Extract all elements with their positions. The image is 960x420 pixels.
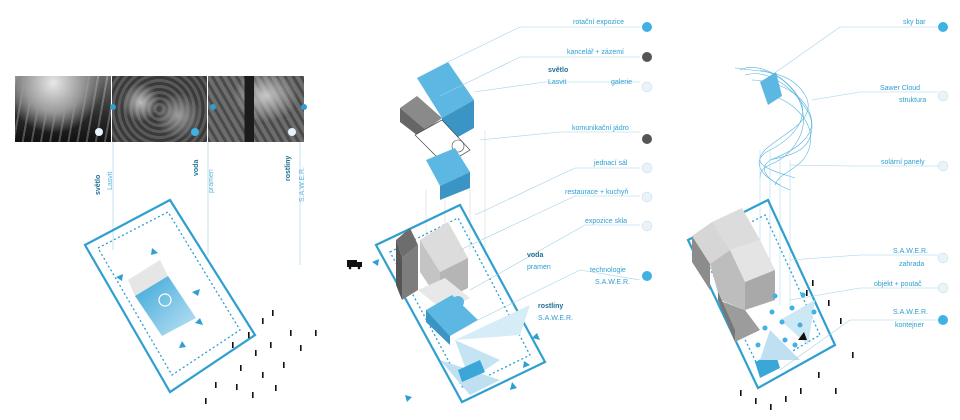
sawer-label-4: S.A.W.E.R. xyxy=(893,309,928,316)
kancelar-label: kancelář + zázemí xyxy=(567,49,624,56)
light-dot-icon xyxy=(937,90,949,102)
blue-dot-icon xyxy=(938,22,948,32)
blue-dot-icon xyxy=(191,128,200,136)
sky-bar-volume xyxy=(760,72,782,105)
light-dot-icon xyxy=(94,128,103,136)
truck-icon xyxy=(347,260,362,270)
blue-block xyxy=(426,295,478,336)
light-dot-icon xyxy=(937,282,949,294)
dark-dot-icon xyxy=(642,134,652,144)
garden-dots xyxy=(755,292,817,348)
light-dot-icon xyxy=(937,160,949,172)
light-dot-icon xyxy=(641,162,653,174)
rostliny-label: rostliny xyxy=(285,156,292,181)
sawer-label-3: S.A.W.E.R. xyxy=(893,248,928,255)
kancelar-volume xyxy=(400,96,442,130)
marker-dot-icon xyxy=(110,104,116,110)
objekt-icon xyxy=(798,332,807,340)
arrow-icon xyxy=(195,318,203,325)
zahrada-label: zahrada xyxy=(899,261,924,268)
rostliny-photo xyxy=(208,76,306,142)
kontejner-label: kontejner xyxy=(895,322,924,329)
panel-1: světlo Lasvit voda pramen rostliny S.A.W… xyxy=(83,104,317,404)
expozice-volume xyxy=(426,148,470,186)
container-block xyxy=(458,360,485,382)
svetlo-label: světlo xyxy=(95,175,102,195)
gray-block xyxy=(420,222,468,272)
jednaci-label: jednací sál xyxy=(593,160,628,167)
light-dot-icon xyxy=(641,220,653,232)
arrow-icon xyxy=(116,274,123,281)
photo-strip xyxy=(15,76,306,142)
rostliny-label-2: rostliny xyxy=(538,303,563,310)
solarni-label: solární panely xyxy=(881,159,925,166)
arrow-icon xyxy=(179,341,186,348)
sawer-label: S.A.W.E.R. xyxy=(299,167,306,202)
voda-photo xyxy=(111,76,209,142)
voda-label: voda xyxy=(193,160,200,176)
panel-2: rotační expozice kancelář + zázemí světl… xyxy=(347,19,653,404)
arrow-icon xyxy=(192,289,200,296)
rotacni-expozice-label: rotační expozice xyxy=(573,19,624,26)
sawer-cloud xyxy=(734,67,813,191)
galerie-label: galerie xyxy=(611,79,632,86)
voda-label-2: voda xyxy=(527,252,543,259)
pramen-label-2: pramen xyxy=(527,264,551,271)
panel2-dots xyxy=(641,22,653,281)
lasvit-label: Lasvit xyxy=(107,172,114,190)
site-boundary xyxy=(374,203,547,404)
building-gray xyxy=(128,260,168,296)
expozice-skla-label: expozice skla xyxy=(585,218,627,225)
rostliny-sawer-label: S.A.W.E.R. xyxy=(538,315,573,322)
arrow-icon xyxy=(151,248,158,255)
light-dot-icon xyxy=(288,128,297,136)
svetlo-photo xyxy=(15,76,112,142)
pramen-label: pramen xyxy=(208,169,215,193)
blue-dot-icon xyxy=(642,271,652,281)
technologie-label: technologie xyxy=(590,267,626,274)
marker-dot-icon xyxy=(210,104,216,110)
dark-dot-icon xyxy=(642,52,652,62)
struktura-label: struktura xyxy=(899,97,926,104)
blue-dot-icon xyxy=(938,315,948,325)
marker-dot-icon xyxy=(301,104,307,110)
komunikacni-label: komunikační jádro xyxy=(572,125,629,132)
people-icons xyxy=(205,310,317,404)
site-inner-boundary xyxy=(97,211,241,376)
water-icon xyxy=(158,293,172,307)
lasvit-label-2: Lasvit xyxy=(548,79,566,86)
sawer-label-2: S.A.W.E.R. xyxy=(595,279,630,286)
panel-3: sky bar Sawer Cloud struktura solární pa… xyxy=(686,19,949,410)
rotacni-expozice-volume xyxy=(417,62,474,118)
light-dot-icon xyxy=(641,191,653,203)
light-dot-icon xyxy=(641,81,653,93)
sky-bar-label: sky bar xyxy=(903,19,926,26)
objekt-label: objekt + poutač xyxy=(874,281,922,288)
dark-block xyxy=(396,240,402,300)
light-dot-icon xyxy=(937,252,949,264)
restaurace-label: restaurace + kuchyň xyxy=(565,189,628,196)
site-boundary xyxy=(83,198,257,394)
sawer-cloud-label: Sawer Cloud xyxy=(880,85,920,92)
svetlo-label-2: světlo xyxy=(548,67,568,74)
panel3-dots xyxy=(937,22,949,325)
people-icons xyxy=(740,280,854,410)
blue-dot-icon xyxy=(642,22,652,32)
